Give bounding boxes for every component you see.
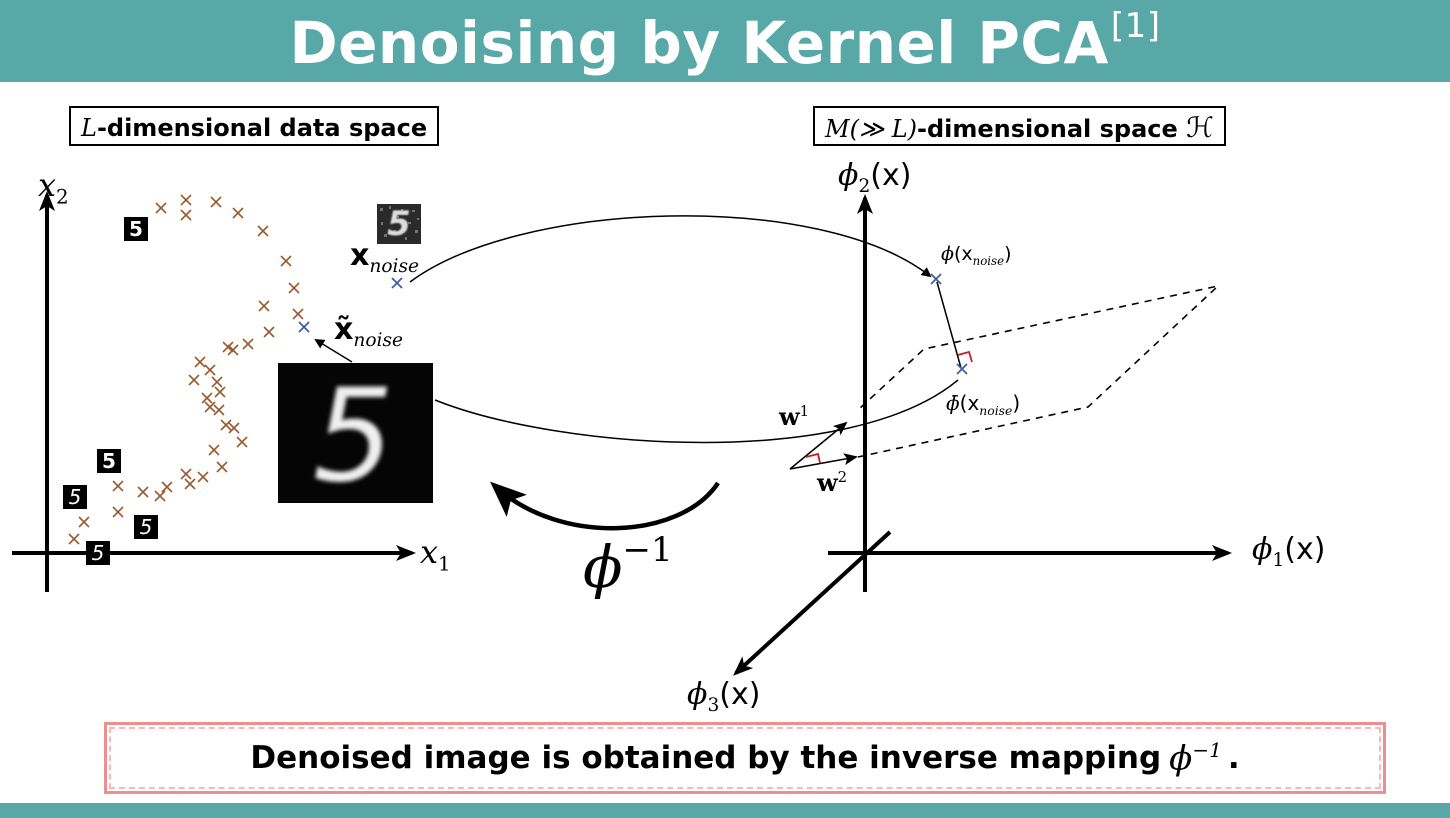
noise-point-marker	[391, 277, 403, 289]
digit-thumbnail: 5	[134, 515, 158, 539]
phi2-axis-label: ϕ2(x)	[838, 158, 912, 197]
title-bar: Denoising by Kernel PCA[1]	[0, 0, 1450, 82]
phi3-axis-label: ϕ3(x)	[687, 677, 761, 716]
title-reference: [1]	[1110, 5, 1161, 46]
feature-space-label: M(≫ L)-dimensional space ℋ	[813, 106, 1226, 146]
denoised-digit-image: 5	[278, 363, 433, 503]
projection-line	[936, 281, 962, 369]
summary-callout: Denoised image is obtained by the invers…	[104, 722, 1386, 794]
inverse-map-label: ϕ−1	[583, 530, 673, 601]
summary-period: .	[1227, 740, 1240, 776]
digit-thumbnail: 5	[63, 485, 87, 509]
w2-label: w2	[817, 468, 848, 497]
noisy-digit-image: 5	[377, 204, 421, 244]
data-space-label: L-dimensional data space	[69, 106, 440, 146]
w2-vector	[789, 453, 858, 470]
hilbert-space-symbol: ℋ	[1186, 111, 1214, 144]
inverse-map-arrow	[490, 481, 720, 531]
right-axis-3	[733, 530, 892, 676]
back-map-curve	[434, 379, 959, 444]
digit-thumbnail: 5	[97, 449, 121, 473]
x-tilde-noise-label: x̃noise	[334, 312, 404, 351]
reconstruct-arrow	[314, 338, 353, 363]
denoised-point-marker	[298, 321, 310, 333]
digit-thumbnail: 5	[86, 541, 110, 565]
summary-text: Denoised image is obtained by the invers…	[250, 740, 1162, 776]
w1-label: w1	[779, 402, 810, 431]
digit-thumbnail: 5	[124, 217, 148, 241]
projected-point-marker	[956, 363, 968, 375]
forward-map-curve	[409, 215, 932, 283]
x1-axis-label: x1	[420, 533, 451, 576]
denoised-digit-glyph: 5	[312, 363, 395, 503]
noisy-digit-glyph: 5	[387, 204, 411, 244]
right-angle-mark	[957, 350, 973, 363]
phi-bar-x-noise-label: ϕ̄(xnoise)	[946, 391, 1021, 418]
slide-title: Denoising by Kernel PCA[1]	[289, 5, 1161, 77]
mapped-point-marker	[930, 273, 942, 285]
phi-x-noise-label: ϕ(xnoise)	[941, 243, 1012, 268]
x2-axis-label: x2	[38, 166, 69, 209]
bottom-bar	[0, 803, 1450, 818]
data-point-markers	[68, 194, 304, 545]
x-noise-label: xnoise	[350, 238, 420, 277]
summary-phi-symbol: ϕ−1	[1169, 737, 1222, 779]
principal-subspace-plane	[857, 284, 1221, 458]
phi1-axis-label: ϕ1(x)	[1252, 532, 1326, 571]
w-right-angle-mark	[805, 452, 821, 464]
w1-vector	[789, 421, 848, 470]
